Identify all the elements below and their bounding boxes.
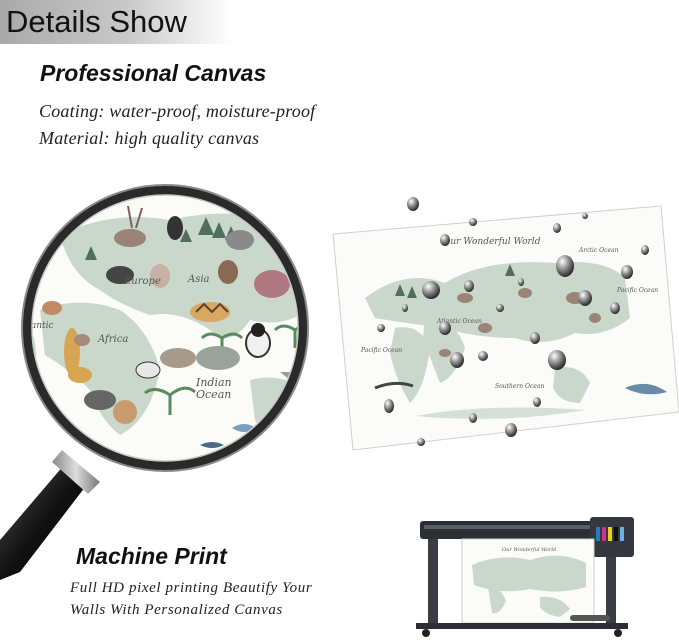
map-label-europe: Europe bbox=[123, 276, 161, 287]
printer-poster-title: Our Wonderful World bbox=[502, 547, 556, 553]
banner-title: Details Show bbox=[6, 4, 187, 39]
lens-rim bbox=[22, 185, 308, 471]
waterproof-poster-illustration: Our Wonderful World Arctic Ocean Pacific… bbox=[325, 188, 679, 460]
map-label-africa: Africa bbox=[97, 334, 128, 345]
map-label-atlantic: Atlantic bbox=[17, 321, 54, 331]
print-desc-line1: Full HD pixel printing Beautify Your bbox=[70, 580, 313, 596]
coating-spec: Coating: water-proof, moisture-proof bbox=[39, 101, 316, 121]
printer-leg-right bbox=[606, 557, 616, 627]
ink-cartridges bbox=[596, 527, 624, 541]
map-label-asia: Asia bbox=[187, 274, 210, 285]
poster-label-pacific-west: Pacific Ocean bbox=[360, 347, 402, 354]
lens-rim-inner bbox=[31, 194, 299, 462]
printer-leg-left bbox=[428, 539, 438, 627]
printer-svg: Our Wonderful World bbox=[416, 517, 634, 637]
printer-illustration: Our Wonderful World bbox=[410, 515, 638, 639]
material-spec: Material: high quality canvas bbox=[39, 128, 260, 148]
map-label-indian-ocean-part: Indian bbox=[195, 376, 232, 389]
poster-label-atlantic: Atlantic Ocean bbox=[436, 318, 482, 325]
canvas-heading: Professional Canvas bbox=[40, 60, 267, 86]
poster-label-pacific-east: Pacific Ocean bbox=[616, 287, 658, 294]
map-label-indian-ocean-part: Ocean bbox=[196, 388, 231, 401]
details-banner bbox=[0, 0, 232, 44]
poster-title: Our Wonderful World bbox=[443, 237, 541, 247]
magnifier-handle bbox=[0, 450, 100, 580]
lens-rim-outer bbox=[21, 184, 309, 472]
printer-base bbox=[416, 623, 628, 629]
water-droplets bbox=[377, 197, 649, 446]
poster-svg: Our Wonderful World Arctic Ocean Pacific… bbox=[332, 197, 679, 451]
print-heading: Machine Print bbox=[76, 543, 227, 569]
print-desc-line2: Walls With Personalized Canvas bbox=[70, 602, 283, 618]
poster-label-southern: Southern Ocean bbox=[495, 383, 544, 390]
poster-label-arctic: Arctic Ocean bbox=[578, 247, 619, 254]
